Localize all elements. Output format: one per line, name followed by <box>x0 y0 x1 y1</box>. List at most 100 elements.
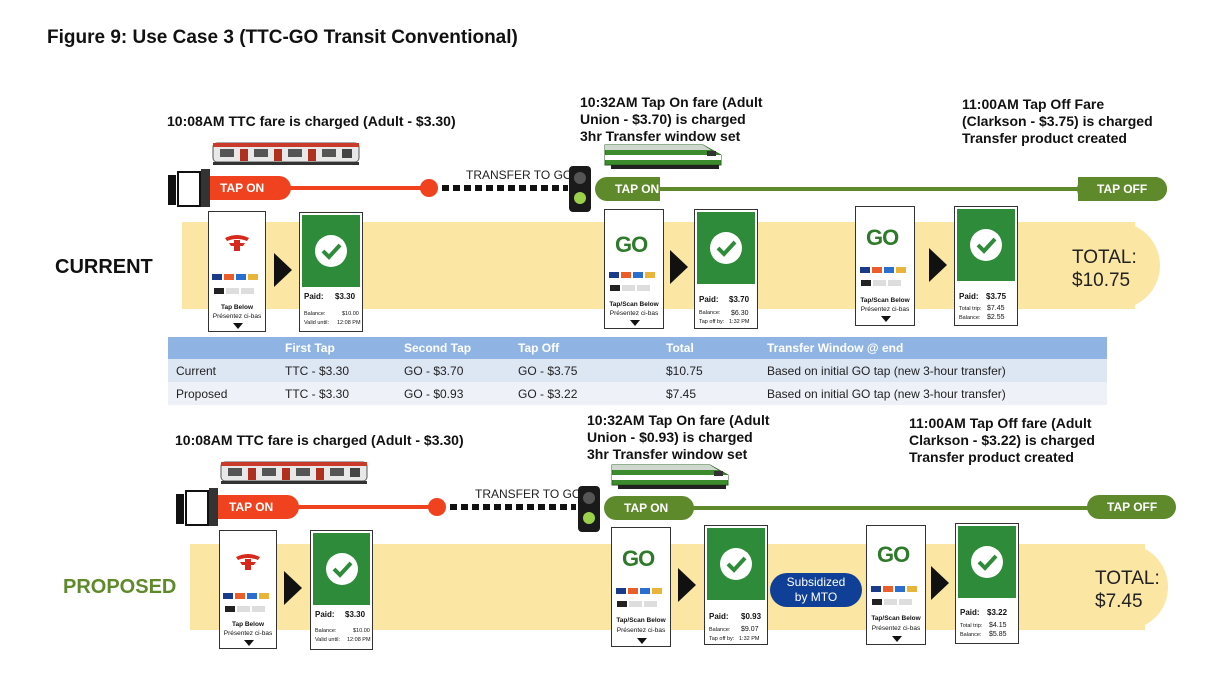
presentez-label: Présentez ci-bas <box>223 630 273 637</box>
paid-label: Paid: <box>699 295 719 304</box>
check-icon <box>315 235 347 267</box>
down-arrow-icon <box>244 640 254 646</box>
screen-green-panel <box>313 533 370 605</box>
check-icon <box>325 553 358 585</box>
table-cell: GO - $3.70 <box>396 359 510 382</box>
presentez-label: Présentez ci-bas <box>860 306 910 313</box>
caption-line: (Clarkson - $3.75) is charged <box>962 113 1153 129</box>
down-arrow-icon <box>630 320 640 326</box>
tap-scan-below-label: Tap/Scan Below <box>871 615 921 622</box>
row2-label: Valid until: <box>315 637 340 643</box>
go-logo: GO <box>615 232 648 257</box>
row1-value: $7.45 <box>987 305 1005 312</box>
current-tapoff-caption: 11:00AM Tap Off Fare (Clarkson - $3.75) … <box>962 96 1153 147</box>
row1-value: $10.00 <box>342 311 359 317</box>
table-header-cell: Second Tap <box>396 337 510 359</box>
row1-label: Balance: <box>304 311 326 317</box>
down-arrow-icon <box>233 323 243 329</box>
go-tap-on-bar: TAP ON <box>604 496 694 520</box>
tap-off-label: TAP OFF <box>1097 182 1148 196</box>
current-total: TOTAL: $10.75 <box>1072 246 1137 292</box>
table-header-cell: First Tap <box>277 337 396 359</box>
screen-green-panel <box>697 212 755 284</box>
row2-value: 12:08 PM <box>337 320 361 326</box>
table-cell: GO - $0.93 <box>396 382 510 405</box>
subsidized-line: Subsidized <box>786 575 846 589</box>
proposed-label: PROPOSED <box>63 576 177 598</box>
caption-line: 11:00AM Tap Off fare (Adult <box>909 415 1092 431</box>
transit-signal-icon <box>578 486 600 532</box>
presentez-label: Présentez ci-bas <box>616 627 666 634</box>
ttc-payment-screen: Paid: $3.30 Balance: $10.00 Valid until:… <box>299 212 363 332</box>
tap-off-label: TAP OFF <box>1107 500 1158 514</box>
ttc-subway-train-icon <box>212 142 360 165</box>
check-icon <box>720 548 752 580</box>
table-row: Proposed TTC - $3.30 GO - $0.93 GO - $3.… <box>168 382 1107 405</box>
current-band-cap <box>1090 222 1160 309</box>
arrow-right-icon <box>274 253 292 287</box>
screen-green-panel <box>957 209 1015 281</box>
row1-label: Balance: <box>709 627 731 633</box>
presentez-label: Présentez ci-bas <box>609 310 659 317</box>
caption-line: Union - $0.93) is charged <box>587 429 753 445</box>
go-tapon-screen: Paid: $3.70 Balance: $6.30 Tap off by: 1… <box>694 209 758 329</box>
row1-label: Total trip: <box>959 306 982 312</box>
table-header-cell: Total <box>658 337 759 359</box>
fare-comparison-table: First Tap Second Tap Tap Off Total Trans… <box>168 337 1107 405</box>
caption-line: 10:32AM Tap On fare (Adult <box>587 412 770 428</box>
transfer-dotted-line <box>442 185 568 191</box>
go-card-reader: GO Tap/Scan Below Présentez ci-bas <box>604 209 664 329</box>
arrow-right-icon <box>670 250 688 284</box>
table-header-cell: Tap Off <box>510 337 658 359</box>
table-cell: GO - $3.75 <box>510 359 658 382</box>
payment-logos <box>223 593 269 599</box>
check-icon <box>971 546 1003 578</box>
caption-line: Transfer product created <box>909 449 1074 465</box>
down-arrow-icon <box>881 316 891 322</box>
proposed-total: TOTAL: $7.45 <box>1095 567 1160 613</box>
total-value: $10.75 <box>1072 270 1131 291</box>
go-tapoff-screen: Paid: $3.22 Total trip: $4.15 Balance: $… <box>955 523 1019 644</box>
ttc-route-line <box>280 186 428 190</box>
paid-label: Paid: <box>709 612 729 621</box>
go-logo: GO <box>866 225 899 250</box>
check-icon <box>970 229 1002 261</box>
row1-label: Balance: <box>699 310 721 316</box>
row2-label: Valid until: <box>304 320 329 326</box>
table-cell: Proposed <box>168 382 277 405</box>
paid-label: Paid: <box>960 608 980 617</box>
presentez-label: Présentez ci-bas <box>212 313 262 320</box>
go-card-reader: GO Tap/Scan Below Présentez ci-bas <box>611 527 671 647</box>
check-icon <box>710 232 742 264</box>
row2-label: Balance: <box>959 315 981 321</box>
arrow-right-icon <box>678 568 696 602</box>
tap-scan-below-label: Tap/Scan Below <box>860 297 910 304</box>
paid-label: Paid: <box>959 292 979 301</box>
screen-green-panel <box>958 526 1016 598</box>
row2-value: $5.85 <box>989 631 1007 638</box>
paid-amount: $3.70 <box>729 295 750 304</box>
table-cell: $7.45 <box>658 382 759 405</box>
table-cell: Based on initial GO tap (new 3-hour tran… <box>759 359 1107 382</box>
row1-value: $9.07 <box>741 626 759 633</box>
go-tapoff-screen: Paid: $3.75 Total trip: $7.45 Balance: $… <box>954 206 1018 326</box>
ttc-logo-icon <box>236 554 260 570</box>
tap-on-label: TAP ON <box>229 500 274 514</box>
faregate-icon <box>176 488 218 526</box>
faregate-icon <box>168 169 210 207</box>
subsidized-badge: Subsidized by MTO <box>770 573 862 607</box>
row2-label: Balance: <box>960 632 982 638</box>
caption-line: 11:00AM Tap Off Fare <box>962 96 1105 112</box>
ttc-card-reader: Tap Below Présentez ci-bas <box>219 530 277 649</box>
caption-line: 3hr Transfer window set <box>587 446 748 462</box>
ttc-payment-screen: Paid: $3.30 Balance: $10.00 Valid until:… <box>310 530 373 650</box>
row1-value: $10.00 <box>353 628 370 634</box>
paid-label: Paid: <box>315 610 335 619</box>
current-ttc-caption: 10:08AM TTC fare is charged (Adult - $3.… <box>167 113 456 129</box>
table-header-cell: Transfer Window @ end <box>759 337 1107 359</box>
row2-value: 1:32 PM <box>729 319 750 325</box>
row2-value: $2.55 <box>987 314 1005 321</box>
screen-green-panel <box>707 528 765 600</box>
row1-value: $4.15 <box>989 622 1007 629</box>
go-card-reader: GO Tap/Scan Below Présentez ci-bas <box>866 525 926 645</box>
